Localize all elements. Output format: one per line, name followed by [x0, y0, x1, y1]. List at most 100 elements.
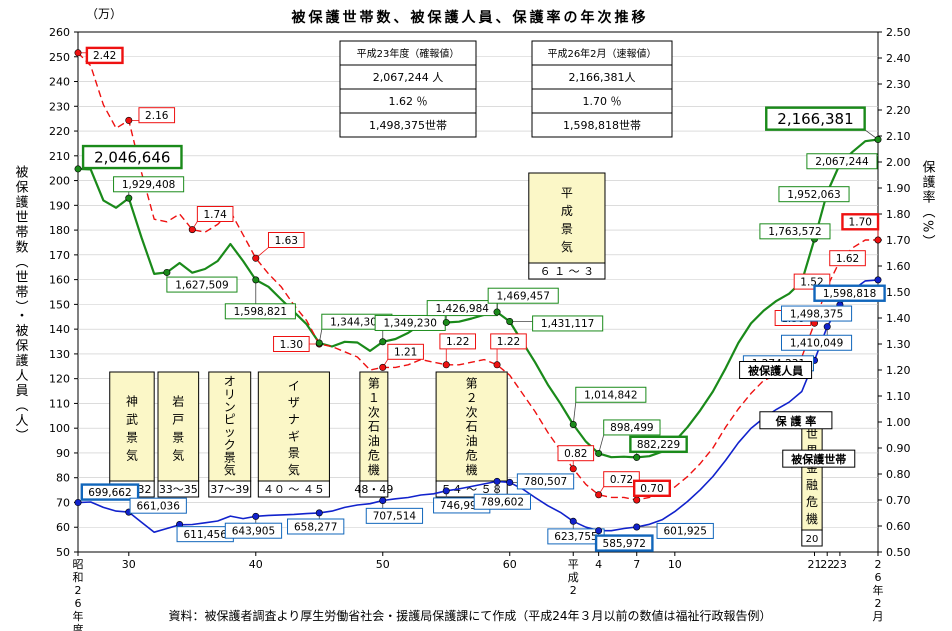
callout-text: 1.74	[203, 209, 227, 221]
left-tick-label: 70	[56, 496, 70, 509]
callout-box	[287, 518, 345, 535]
x-tick-label: 60	[503, 558, 517, 571]
data-callout: 623,755	[547, 517, 605, 545]
callout-box	[273, 336, 310, 352]
right-tick-label: 1.40	[886, 312, 911, 325]
callout-box	[806, 153, 878, 170]
data-callout: 1,598,821	[224, 276, 296, 320]
right-tick-label: 2.40	[886, 52, 911, 65]
callout-box	[532, 315, 604, 332]
callout-box	[81, 144, 183, 170]
right-tick-label: 1.50	[886, 286, 911, 299]
left-tick-label: 180	[49, 224, 70, 237]
data-point	[595, 449, 603, 457]
x-tick-label: 40	[249, 558, 263, 571]
callout-text: 658,277	[294, 521, 337, 533]
data-point	[595, 527, 603, 535]
series-line	[77, 52, 878, 501]
callout-box	[113, 176, 185, 193]
right-tick-label: 0.80	[886, 468, 911, 481]
data-callout: 789,602	[473, 477, 531, 510]
left-axis-unit: （万）	[86, 7, 122, 21]
callout-text: 0.82	[564, 448, 587, 460]
left-tick-label: 160	[49, 274, 70, 287]
data-callout: 2,166,381	[765, 106, 882, 143]
callout-box	[80, 483, 140, 501]
data-point	[379, 496, 387, 504]
left-tick-label: 100	[49, 422, 70, 435]
data-callout: 1,469,457	[487, 287, 559, 316]
right-tick-label: 0.60	[886, 520, 911, 533]
right-tick-label: 1.90	[886, 182, 911, 195]
callout-text: 1.21	[394, 347, 417, 359]
callout-text: 882,229	[637, 439, 680, 451]
svg-text:保 護 率: 保 護 率	[775, 414, 817, 428]
economic-era-box: 世界金融危機20	[801, 419, 823, 547]
data-callout: 699,662	[74, 483, 140, 507]
left-tick-label: 210	[49, 150, 70, 163]
data-callout: 1,598,818	[813, 276, 886, 302]
series-label: 被保護世帯	[782, 449, 856, 468]
data-point	[506, 478, 514, 486]
data-callout: 898,499	[595, 419, 661, 457]
x-tick-label: 22	[820, 558, 834, 571]
data-callout: 1.63	[252, 232, 305, 262]
data-point	[252, 254, 260, 262]
series-line	[77, 138, 879, 459]
callout-text: 0.72	[610, 474, 633, 486]
economic-era-period: 37〜39	[210, 483, 249, 496]
data-point	[163, 268, 171, 276]
callout-text: 2,166,381	[777, 110, 853, 128]
callout-box	[603, 471, 640, 488]
left-tick-label: 90	[56, 447, 70, 460]
data-point	[569, 465, 577, 473]
callout-box	[780, 305, 853, 322]
data-point	[823, 323, 831, 331]
callout-text: 2,067,244	[815, 156, 869, 168]
data-callout: 1,349,230	[374, 314, 446, 346]
data-callout: 1.70	[841, 213, 882, 244]
data-callout: 1.62	[829, 250, 866, 267]
callout-text: 1.22	[497, 336, 520, 348]
right-tick-label: 1.60	[886, 260, 911, 273]
callout-box	[629, 435, 688, 453]
data-callout: 1,410,049	[780, 323, 853, 351]
data-point	[315, 339, 323, 347]
callout-box	[516, 473, 575, 490]
callout-text: 746,997	[440, 500, 483, 512]
callout-text: 1,431,117	[541, 318, 594, 330]
callout-text: 1,349,230	[383, 318, 436, 330]
data-point	[874, 236, 882, 244]
info-table-cell: 2,067,244 人	[373, 71, 443, 84]
x-tick-label: 7	[633, 558, 640, 571]
callout-box	[575, 386, 647, 403]
data-callout: 1,344,306	[315, 313, 393, 347]
economic-era-label: 平成景気	[561, 186, 573, 254]
callout-text: 1,598,821	[234, 306, 287, 318]
left-tick-label: 150	[49, 298, 70, 311]
economic-era-period: ４０ 〜 ４５	[263, 483, 325, 496]
data-callout: 1.22	[490, 333, 527, 369]
data-point	[569, 517, 577, 525]
right-tick-label: 2.50	[886, 26, 911, 39]
economic-era-label: 第１次石油危機	[368, 376, 380, 477]
data-callout: 882,229	[629, 435, 688, 461]
data-point	[74, 49, 82, 57]
callout-text: 623,755	[554, 531, 597, 543]
svg-text:被保護人員: 被保護人員	[748, 364, 803, 378]
data-callout: 643,905	[224, 512, 283, 539]
data-callout: 2.16	[125, 107, 176, 124]
data-point	[379, 363, 387, 371]
right-tick-label: 1.00	[886, 416, 911, 429]
data-point	[493, 477, 501, 485]
callout-box	[387, 343, 424, 360]
data-point	[188, 226, 196, 234]
callout-box	[841, 213, 880, 231]
series-label: 保 護 率	[759, 411, 833, 430]
data-point	[569, 420, 577, 428]
footnote: 資料：被保護者調査より厚生労働省社会・援護局保護課にて作成（平成24年３月以前の…	[168, 608, 771, 623]
right-tick-label: 1.20	[886, 364, 911, 377]
data-point	[493, 308, 501, 316]
series-line	[77, 279, 879, 534]
